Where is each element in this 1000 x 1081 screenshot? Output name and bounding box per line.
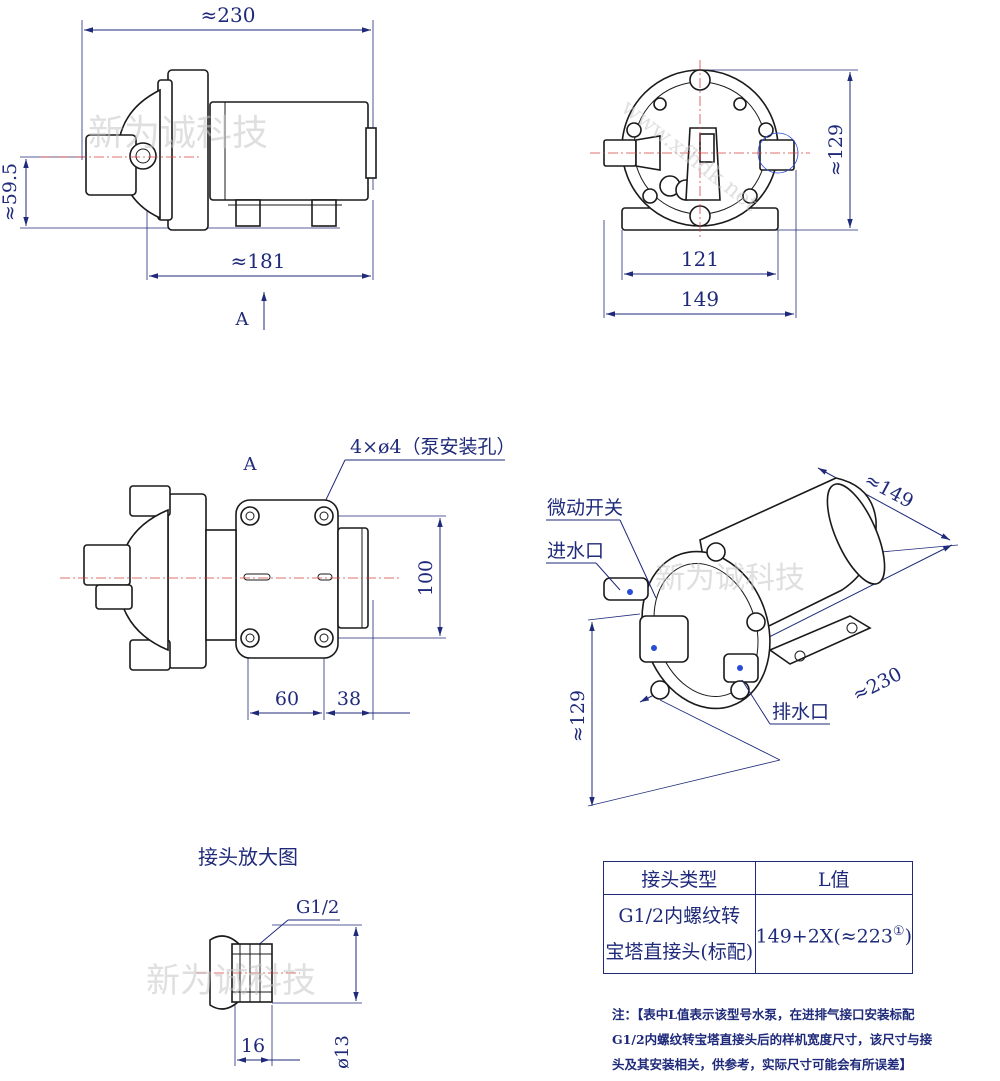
detail-dim-13-text: ø13 [332,1035,353,1069]
iso-view: 微动开关 进水口 排水口 ≈149 ≈230 ≈129 新为诚科技 [546,467,959,807]
iso-label-inlet: 进水口 [547,540,604,562]
bottom-dim-100-text: 100 [415,560,437,596]
table-cell-type-line1: G1/2内螺纹转 [618,905,741,927]
table-header-l-value: L值 [754,861,914,895]
callout-mount-holes: 4×ø4（泵安装孔） [350,436,516,458]
top-dim-181-text: ≈181 [231,249,286,273]
iso-label-outlet: 排水口 [772,701,829,723]
table-cell-value-footnote: ① [892,923,905,939]
iso-label-switch: 微动开关 [547,497,623,519]
table-header-type: 接头类型 [603,861,756,895]
top-view-label-a: A [235,309,250,330]
footnote: 注：【表中L值表示该型号水泵，在进排气接口安装标配 G1/2内螺纹转宝塔直接头后… [612,1002,942,1077]
top-view: ≈230 ≈181 ≈59.5 A 新为诚科技 [0,3,377,330]
table-row: G1/2内螺纹转 宝塔直接头(标配) 149+2X(≈223①) [603,894,914,974]
front-dim-149-text: 149 [681,287,719,311]
iso-dim-230-text: ≈230 [849,663,905,706]
detail-dim-16-text: 16 [241,1035,265,1057]
top-dim-230-text: ≈230 [201,3,256,27]
detail-title: 接头放大图 [198,845,298,869]
bottom-dim-38-text: 38 [337,688,361,710]
table-cell-type: G1/2内螺纹转 宝塔直接头(标配) [603,894,756,974]
table-header-row: 接头类型 L值 [603,861,914,895]
table-cell-value-close: ) [904,925,912,948]
table-cell-type-line2: 宝塔直接头(标配) [605,941,754,963]
watermark-iso: 新为诚科技 [655,561,805,596]
watermark-detail: 新为诚科技 [146,961,316,1001]
footnote-line-3: 头及其安装相关，供参考，实际尺寸可能会有所误差】 [612,1057,913,1072]
footnote-line-1: 注：【表中L值表示该型号水泵，在进排气接口安装标配 [612,1007,915,1022]
bottom-dim-60-text: 60 [275,688,299,710]
iso-dim-129-text: ≈129 [567,690,589,742]
watermark-top: 新为诚科技 [88,113,268,154]
table-cell-value-text: 149+2X(≈223 [755,925,893,948]
front-dim-121-text: 121 [681,247,719,271]
detail-view: 接头放大图 G1/2 16 ø13 新为诚科技 [146,845,362,1069]
front-view: ≈129 121 149 www.xfhdk.net [590,60,858,318]
front-dim-129-text: ≈129 [825,124,847,176]
footnote-line-2: G1/2内螺纹转宝塔直接头后的样机宽度尺寸，该尺寸与接 [612,1032,933,1047]
detail-thread-label: G1/2 [296,897,339,918]
bottom-view-label-a: A [243,454,258,475]
table-cell-value: 149+2X(≈223①) [754,894,914,974]
top-dim-59-text: ≈59.5 [0,163,21,221]
connector-spec-table: 接头类型 L值 G1/2内螺纹转 宝塔直接头(标配) 149+2X(≈223①) [603,861,914,974]
bottom-view: A 4×ø4（泵安装孔） 100 60 38 [60,436,516,720]
